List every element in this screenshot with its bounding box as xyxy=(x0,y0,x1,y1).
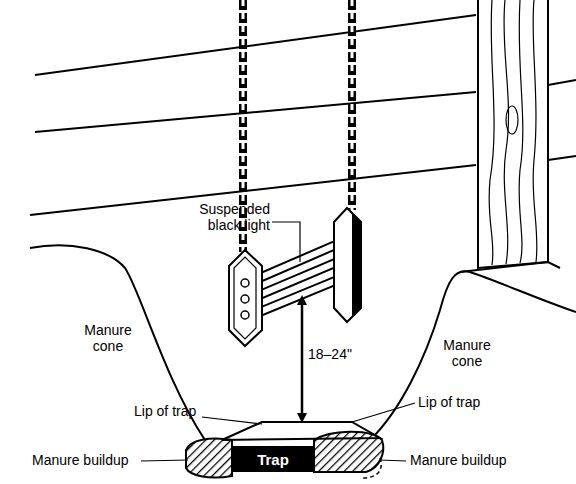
wood-grain xyxy=(519,0,523,263)
tube-socket xyxy=(241,311,249,319)
tube-socket xyxy=(241,279,249,287)
wall-rail xyxy=(35,15,476,75)
wooden-post xyxy=(460,0,560,272)
part-label: Suspended black light xyxy=(186,201,270,233)
node-text: Trap xyxy=(257,451,289,468)
end-cap-shadow xyxy=(352,214,361,316)
part-label: 18–24" xyxy=(308,346,352,362)
wood-grain xyxy=(489,0,494,265)
wall-rail xyxy=(548,156,576,160)
tube-socket xyxy=(241,295,249,303)
manure-buildup-right xyxy=(314,432,383,472)
part-label: Manure cone xyxy=(434,337,500,369)
leader-line xyxy=(141,460,188,461)
wood-knot xyxy=(506,106,518,134)
wood-grain xyxy=(533,0,537,262)
manure-buildup-left xyxy=(186,438,232,477)
leader-line xyxy=(202,417,262,424)
end-cap-left xyxy=(229,250,262,346)
end-cap-bevel xyxy=(234,257,256,339)
trap-platform xyxy=(186,422,383,478)
post-outline xyxy=(478,0,548,268)
post-base xyxy=(460,262,560,272)
part-label: Lip of trap xyxy=(418,394,480,410)
leader-line xyxy=(352,403,415,422)
wall-rail xyxy=(35,92,476,132)
wood-grain xyxy=(504,0,509,264)
chain-link-gap xyxy=(351,0,354,210)
manure-cone-right xyxy=(372,271,576,438)
buildup-edge xyxy=(362,458,381,478)
wall-rail xyxy=(548,80,576,85)
trap-box: Trap xyxy=(232,446,314,472)
leader-line xyxy=(380,460,406,461)
light-tube xyxy=(250,276,347,316)
leader-lines xyxy=(141,222,415,461)
part-label: Manure cone xyxy=(76,322,140,354)
height-arrow xyxy=(301,300,304,418)
manure-cones xyxy=(30,245,576,440)
manure-cone-left xyxy=(30,245,205,440)
light-tube-core xyxy=(250,276,347,316)
part-label: Manure buildup xyxy=(32,452,129,468)
part-label: Lip of trap xyxy=(134,403,196,419)
chain xyxy=(348,0,356,210)
leader-line xyxy=(272,222,300,262)
part-label: Manure buildup xyxy=(410,452,507,468)
end-cap-right xyxy=(334,208,361,322)
